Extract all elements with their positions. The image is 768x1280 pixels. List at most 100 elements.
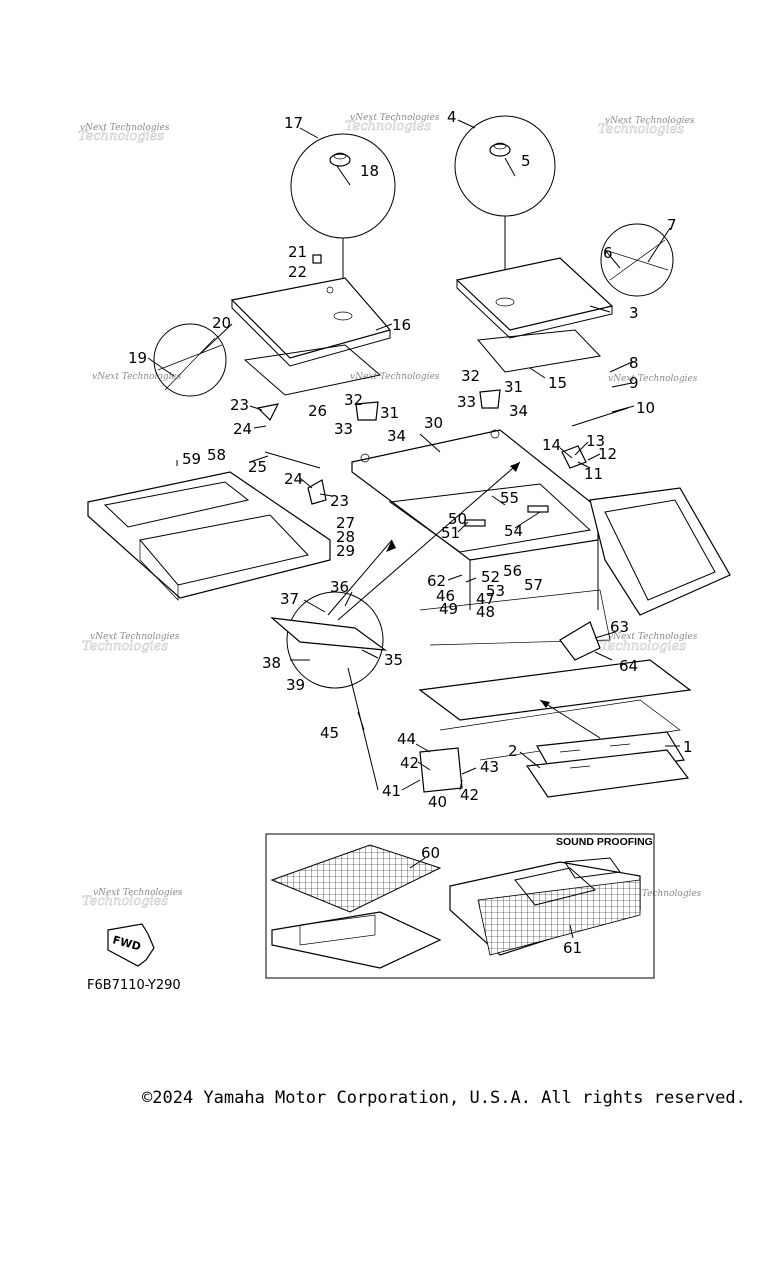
fwd-arrow-icon: FWD (107, 923, 155, 967)
watermark: vNext Technologies (605, 116, 695, 126)
watermark-outline: Technologies (82, 894, 168, 909)
callout-10: 10 (636, 399, 655, 417)
watermark: vNext Technologies (350, 372, 440, 382)
callout-4: 4 (447, 108, 457, 126)
callout-8: 8 (629, 354, 639, 372)
callout-38: 38 (262, 654, 281, 672)
inset-title: SOUND PROOFING (556, 836, 653, 848)
callout-42: 42 (400, 754, 419, 772)
callout-16: 16 (392, 316, 411, 334)
callout-49: 49 (439, 600, 458, 618)
callout-25: 25 (248, 458, 267, 476)
callout-17: 17 (284, 114, 303, 132)
watermark-outline: Technologies (598, 122, 684, 137)
watermark: vNext Technologies (608, 632, 698, 642)
callout-26: 26 (308, 402, 327, 420)
callout-24: 24 (284, 470, 303, 488)
callout-14: 14 (542, 436, 561, 454)
hatch-lid (525, 731, 690, 798)
bracket (355, 401, 379, 421)
storage-tray (87, 471, 331, 601)
callout-47: 47 (476, 590, 495, 608)
callout-28: 28 (336, 528, 355, 546)
callout-55: 55 (500, 489, 519, 507)
watermark: vNext Technologies (90, 632, 180, 642)
hatch-frame-right (589, 487, 731, 616)
callout-44: 44 (397, 730, 416, 748)
callout-56: 56 (503, 562, 522, 580)
callout-34: 34 (387, 427, 406, 445)
callout-15: 15 (548, 374, 567, 392)
callout-7: 7 (667, 216, 677, 234)
seal-left (243, 344, 382, 396)
callout-58: 58 (207, 446, 226, 464)
callout-23: 23 (230, 396, 249, 414)
callout-21: 21 (288, 243, 307, 261)
callout-6: 6 (603, 244, 613, 262)
seal-right (477, 329, 602, 373)
callout-12: 12 (598, 445, 617, 463)
callout-45: 45 (320, 724, 339, 742)
callout-2: 2 (508, 742, 518, 760)
watermark: vNext Technologies (93, 888, 183, 898)
watermark: vNext Technologies (612, 889, 702, 899)
watermark-outline: Technologies (345, 119, 431, 134)
watermark-outline: Technologies (78, 129, 164, 144)
callout-33: 33 (334, 420, 353, 438)
callout-31: 31 (380, 404, 399, 422)
callout-42: 42 (460, 786, 479, 804)
watermark: vNext Technologies (92, 372, 182, 382)
latch-detail-left (290, 133, 396, 316)
watermark: vNext Technologies (350, 113, 440, 123)
callout-33: 33 (457, 393, 476, 411)
callout-leaders (147, 119, 680, 939)
callout-1: 1 (683, 738, 693, 756)
callout-32: 32 (461, 367, 480, 385)
callout-34: 34 (509, 402, 528, 420)
bracket (479, 389, 501, 409)
callout-57: 57 (524, 576, 543, 594)
latch-detail-lower (286, 591, 384, 689)
lid-right (455, 257, 614, 339)
callout-9: 9 (629, 374, 639, 392)
callout-30: 30 (424, 414, 443, 432)
mount-plate (419, 747, 463, 793)
callout-41: 41 (382, 782, 401, 800)
callout-39: 39 (286, 676, 305, 694)
figure-code: F6B7110-Y290 (87, 978, 181, 993)
hinge-detail-right (600, 223, 674, 297)
callout-43: 43 (480, 758, 499, 776)
lower-deck (418, 659, 692, 721)
watermark: vNext Technologies (80, 123, 170, 133)
callout-13: 13 (586, 432, 605, 450)
callout-31: 31 (504, 378, 523, 396)
callout-64: 64 (619, 657, 638, 675)
lid-left (230, 254, 392, 367)
callout-54: 54 (504, 522, 523, 540)
callout-37: 37 (280, 590, 299, 608)
watermark: vNext Technologies (608, 374, 698, 384)
callout-11: 11 (584, 465, 603, 483)
callout-40: 40 (428, 793, 447, 811)
callout-51: 51 (441, 524, 460, 542)
bracket (256, 403, 280, 422)
callout-24: 24 (233, 420, 252, 438)
callout-labels: 1 2 3 4 5 6 7 8 9 10 11 12 13 14 15 16 1… (128, 108, 693, 957)
callout-27: 27 (336, 514, 355, 532)
callout-53: 53 (486, 582, 505, 600)
callout-32: 32 (344, 391, 363, 409)
callout-20: 20 (212, 314, 231, 332)
callout-3: 3 (629, 304, 639, 322)
callout-61: 61 (563, 939, 582, 957)
callout-62: 62 (427, 572, 446, 590)
bracket (307, 479, 327, 505)
callout-52: 52 (481, 568, 500, 586)
sound-proofing-inset (265, 833, 655, 979)
callout-63: 63 (610, 618, 629, 636)
callout-29: 29 (336, 542, 355, 560)
hinge-block (559, 621, 601, 661)
callout-22: 22 (288, 263, 307, 281)
watermark-outline: Technologies (600, 639, 686, 654)
copyright-notice: ©2024 Yamaha Motor Corporation, U.S.A. A… (142, 1088, 746, 1108)
